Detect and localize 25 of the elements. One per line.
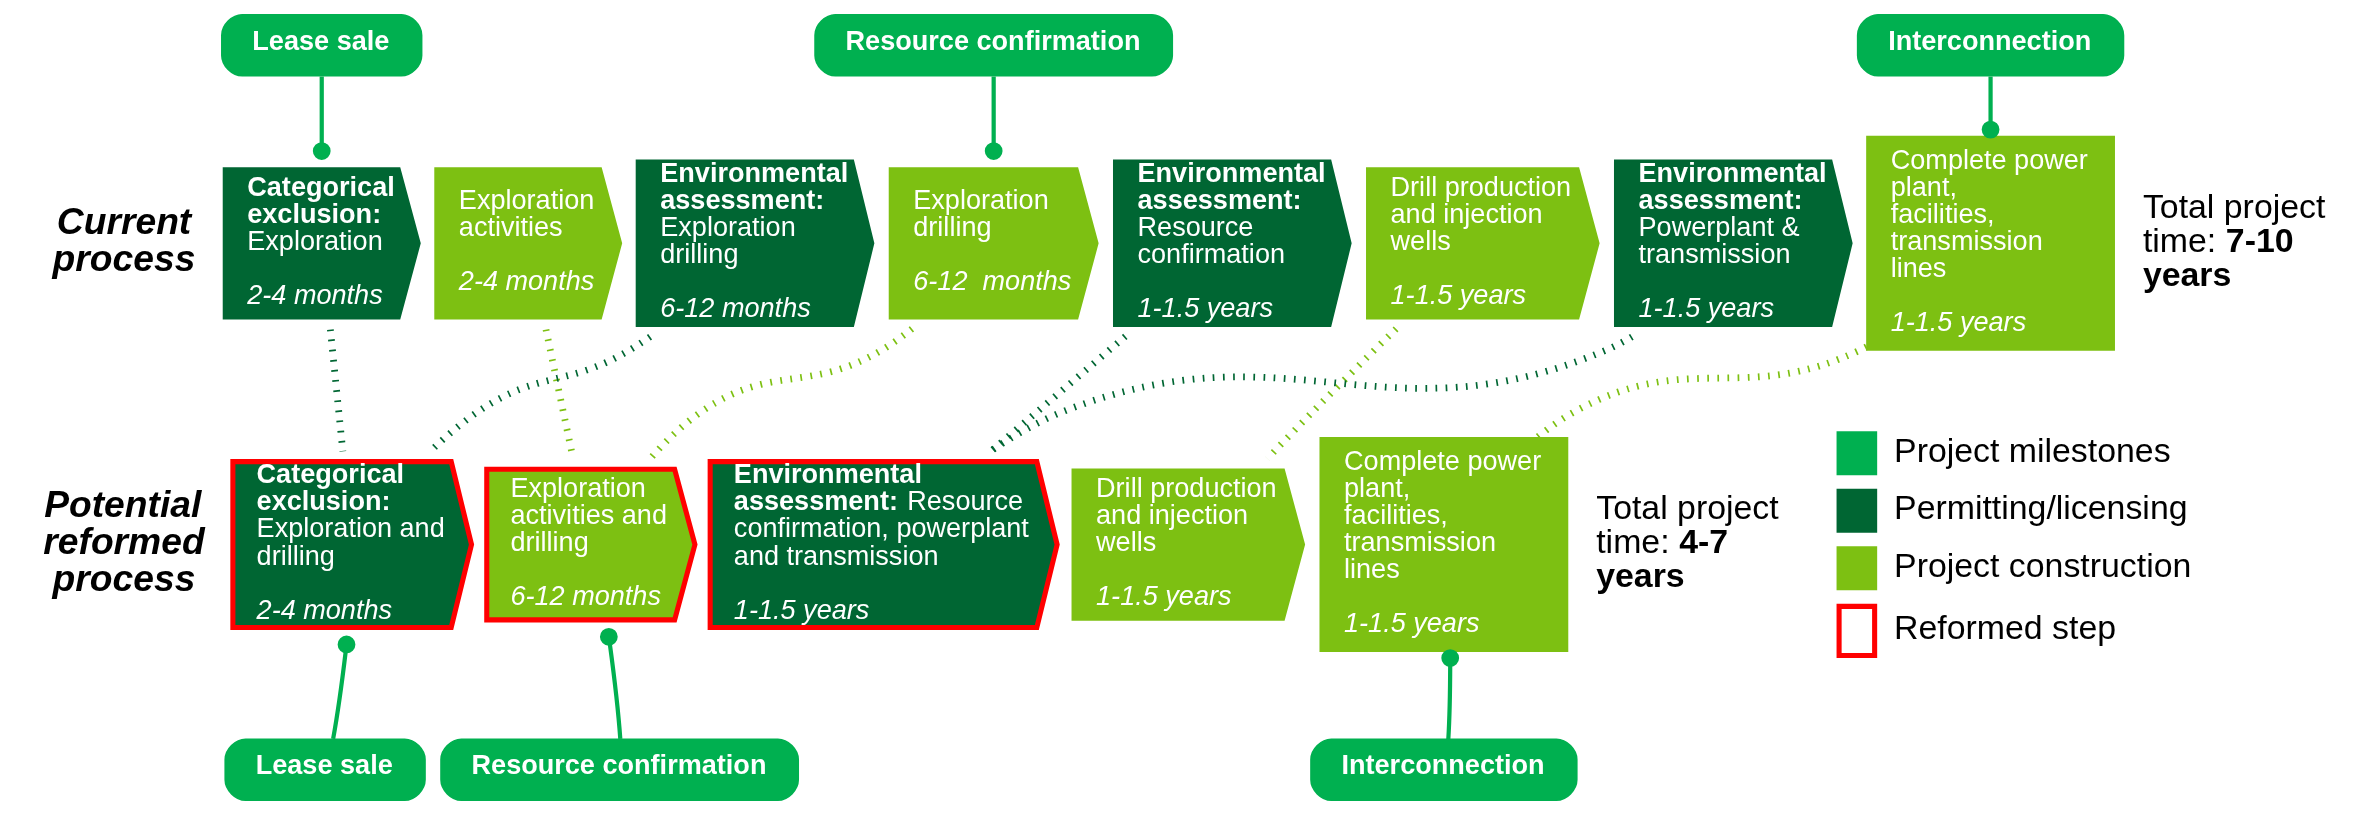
connector [984, 76, 1003, 160]
label: Current process [52, 200, 195, 280]
label: Total project time: 4-7 years [1595, 488, 1779, 594]
node-box: Resource confirmation [813, 14, 1173, 77]
legend-label: Project construction [1893, 545, 2191, 584]
label: Potential reformed process [42, 482, 205, 600]
legend-label: Permitting/licensing [1893, 488, 2188, 527]
connector [599, 627, 622, 739]
connector [647, 326, 914, 461]
node-box: Lease sale [223, 738, 426, 801]
node-box: Interconnection [1856, 14, 2124, 77]
node-box: Complete power plant, facilities, transmission lines 1-1.5 years [1865, 135, 2115, 351]
node-box: Resource confirmation [439, 738, 799, 801]
node-box: Lease sale [220, 14, 422, 77]
label: Total project time: 7-10 years [2142, 186, 2325, 293]
connector [330, 635, 355, 740]
node-box: Interconnection [1309, 738, 1578, 801]
legend-label: Project milestones [1893, 430, 2171, 469]
connector [326, 329, 346, 452]
node-box: Complete power plant, facilities, transmission lines 1-1.5 years [1319, 437, 1568, 653]
connector [1981, 76, 1999, 139]
connector [312, 76, 331, 160]
connector [988, 333, 1128, 454]
legend-label: Reformed step [1893, 608, 2116, 647]
connector [1440, 649, 1459, 740]
